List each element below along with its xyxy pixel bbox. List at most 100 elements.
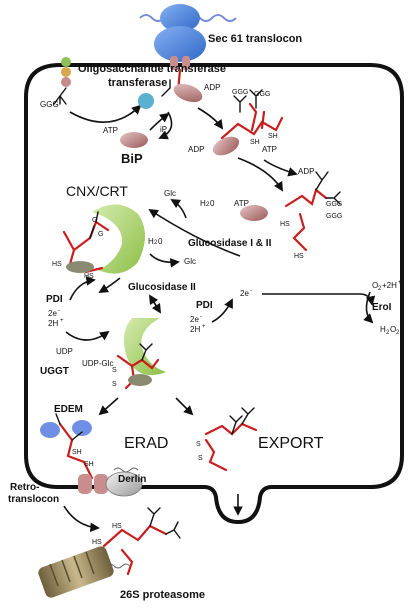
- s-d: S: [198, 455, 203, 462]
- udp-label: UDP: [56, 347, 73, 356]
- edem-label: EDEM: [54, 404, 83, 415]
- h2o2-label: H: [380, 325, 386, 334]
- bip-icon: [120, 132, 148, 148]
- o2-subscript: 2: [378, 286, 382, 292]
- h2o-mid: H: [148, 237, 154, 246]
- h-left: 2H: [48, 319, 58, 328]
- arrow-h2o2: [363, 291, 374, 324]
- ost-label: Oligosaccharide transferase: [78, 63, 226, 75]
- hs-b: HS: [84, 273, 94, 280]
- arrow-ero: [262, 293, 376, 306]
- bip-free-icon: [240, 205, 268, 221]
- e-left: 2e: [48, 309, 57, 318]
- glycoprotein-ggg: [284, 171, 341, 252]
- h2o2-sub1: 2: [386, 330, 390, 336]
- e-top: 2e: [240, 289, 249, 298]
- cytosolic-substrate: [102, 507, 181, 576]
- retrotranslocon-icon: [78, 474, 92, 494]
- ggg-top2: GGG: [254, 91, 270, 98]
- o2-plus-sup: +: [398, 280, 402, 286]
- e-left-sup: -: [58, 308, 60, 314]
- er-membrane: [24, 63, 404, 525]
- glucosidase-2-label: Glucosidase II: [128, 282, 196, 293]
- sh-1: SH: [250, 139, 260, 146]
- erad-substrate: [55, 413, 94, 480]
- arrow-ost: [69, 104, 142, 123]
- h2o-mid-subscript: 2: [154, 240, 158, 246]
- ggg-r1: GGG: [326, 201, 342, 208]
- sec61-label: Sec 61 translocon: [208, 33, 302, 45]
- sh-e1: SH: [72, 449, 82, 456]
- ip-label: iP: [160, 125, 167, 134]
- arrow-glucosidase-2-left: [98, 277, 121, 293]
- glc-mid: Glc: [184, 257, 196, 266]
- arrow-adp: [263, 159, 298, 177]
- hs-d: HS: [294, 253, 304, 260]
- erad-label: ERAD: [124, 435, 168, 452]
- e-right: 2e: [190, 315, 199, 324]
- h-right: 2H: [190, 325, 200, 334]
- g-1: G: [92, 217, 97, 224]
- pdi-left: PDI: [46, 294, 63, 305]
- arrow-glucosidase-1-2: [148, 208, 241, 257]
- uggt-label: UGGT: [40, 366, 69, 377]
- bip-bound-2-icon: [212, 136, 240, 156]
- ggg-left: GGG: [40, 100, 59, 109]
- bip-label: BiP: [121, 151, 143, 166]
- sh-2: SH: [268, 133, 278, 140]
- retro-label: Retro-: [10, 482, 39, 493]
- hs-e: HS: [112, 523, 122, 530]
- s-a: S: [112, 367, 117, 374]
- sec61-translocon: [139, 4, 237, 70]
- dolichol-glycan-icon: [53, 57, 71, 105]
- arrow-bip-bind: [149, 112, 170, 131]
- folding-intermediate-1: [220, 89, 284, 140]
- arrow-to-erad: [98, 397, 119, 416]
- arrow-uggt: [65, 330, 110, 341]
- h-left-sup: +: [60, 318, 64, 324]
- g-2: G: [98, 231, 103, 238]
- arrow-to-export: [175, 397, 194, 416]
- h2o-top-subscript: 2: [206, 202, 210, 208]
- atp-right: ATP: [262, 145, 277, 154]
- glucosidase-1-2-label: Glucosidase I & II: [188, 238, 272, 249]
- hs-a: HS: [52, 261, 62, 268]
- glc-top: Glc: [164, 189, 176, 198]
- ggg-top1: GGG: [232, 89, 248, 96]
- export-label: EXPORT: [258, 435, 324, 452]
- proteasome-label: 26S proteasome: [120, 589, 205, 601]
- arrow-glucosidase-2-up: [148, 294, 161, 313]
- s-c: S: [196, 441, 201, 448]
- arrow-retro: [63, 505, 100, 533]
- sh-e2: SH: [84, 461, 94, 468]
- pdi-bound-2-icon: [128, 374, 152, 386]
- ubiquitin-chain-icon: [113, 467, 139, 473]
- glycan-icon: [161, 79, 171, 97]
- translocon-label: translocon: [8, 494, 59, 505]
- hs-f: HS: [92, 539, 102, 546]
- retrotranslocon-2-icon: [94, 474, 108, 494]
- ost-label-line2: transferase: [108, 77, 167, 89]
- arrow-pdi-right: [211, 298, 233, 323]
- udp-glc-label: UDP-Glc: [82, 359, 114, 368]
- adp-mid: ADP: [188, 145, 204, 154]
- arrow-glc-top: [170, 199, 187, 219]
- arrow-to-glycoprotein: [237, 157, 283, 192]
- hs-c: HS: [280, 221, 290, 228]
- pdi-bound-icon: [66, 261, 94, 273]
- proteasome-icon: [38, 546, 114, 598]
- ost-enzyme-icon: [138, 93, 154, 109]
- adp-top: ADP: [204, 83, 220, 92]
- edem-2-icon: [72, 420, 92, 436]
- pdi-right: PDI: [196, 300, 213, 311]
- edem-icon: [40, 422, 60, 438]
- h2o2-o: O: [390, 325, 396, 334]
- atp-bip: ATP: [103, 126, 118, 135]
- ero-label: EroI: [372, 302, 392, 313]
- atp-mid: ATP: [234, 199, 249, 208]
- cnx-crt-title: CNX/CRT: [66, 183, 128, 199]
- o2-plus: +2H: [382, 281, 397, 290]
- ggg-r2: GGG: [326, 213, 342, 220]
- h2o-top-o: 0: [210, 199, 215, 208]
